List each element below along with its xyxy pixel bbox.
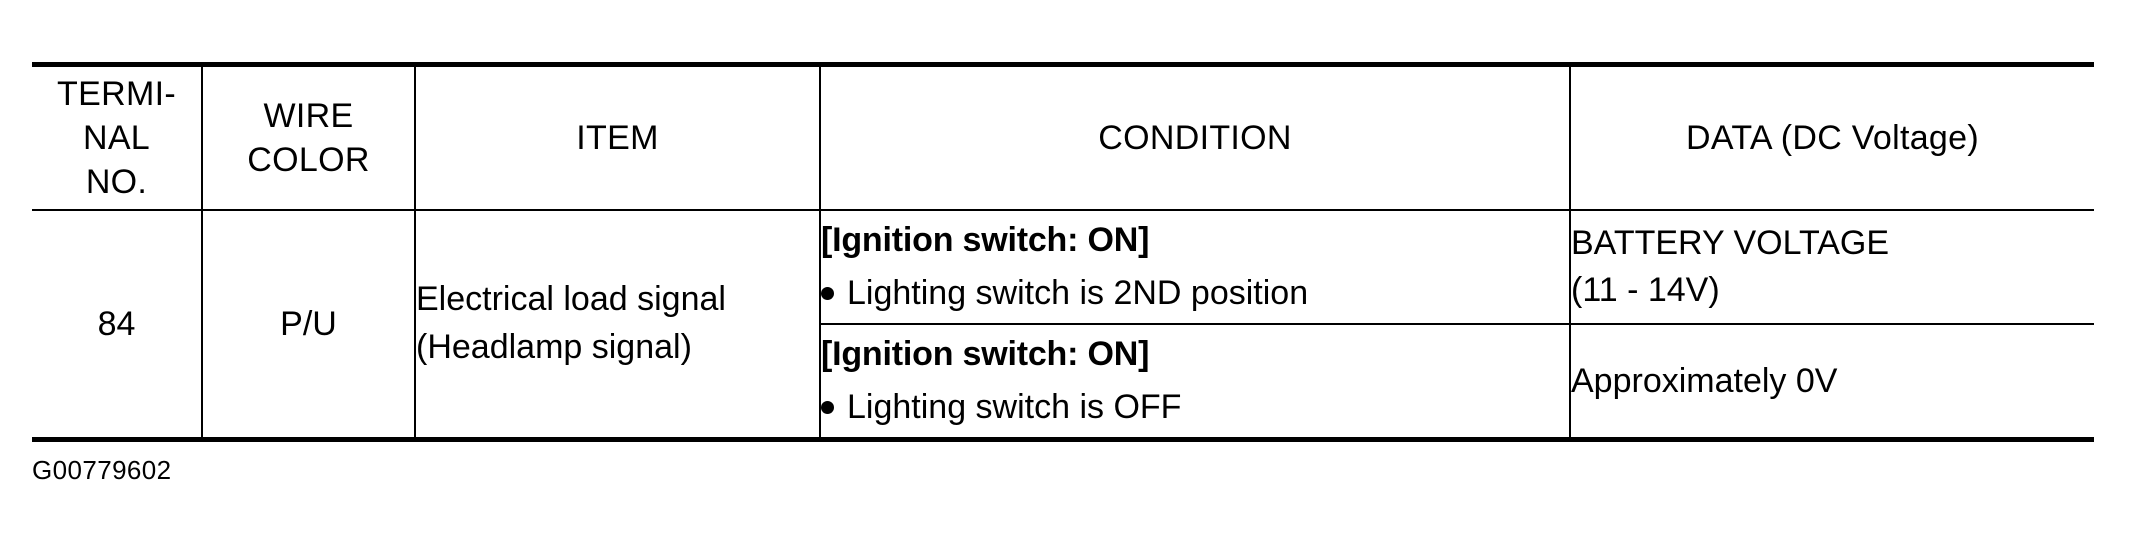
column-header-data: DATA (DC Voltage) [1569, 64, 2094, 211]
cell-item-line1: Electrical load signal [416, 280, 726, 319]
column-header-wire-color-line1: WIRE [263, 96, 354, 135]
column-header-terminal-no: TERMI- NAL NO. [32, 64, 203, 211]
column-header-terminal-no-line2: NAL [82, 118, 151, 157]
cell-wire-color: P/U [201, 209, 416, 441]
table-header: TERMI- NAL NO. WIRE COLOR ITEM CONDITION… [32, 64, 2094, 211]
column-header-terminal-no-line3: NO. [85, 163, 148, 202]
column-header-wire-color-line2: COLOR [247, 141, 370, 179]
cell-item-line2: (Headlamp signal) [416, 328, 692, 366]
cell-data-1-line2: (11 - 14V) [1571, 271, 1720, 309]
column-header-terminal-no-line1: TERMI- [57, 74, 176, 113]
terminal-inspection-table: TERMI- NAL NO. WIRE COLOR ITEM CONDITION… [32, 62, 2094, 442]
condition-1-bullet-text: Lighting switch is 2ND position [847, 274, 1309, 312]
condition-2-bullet: Lighting switch is OFF [821, 384, 1569, 431]
bullet-dot-icon [821, 401, 834, 414]
condition-1-bullet: Lighting switch is 2ND position [821, 270, 1569, 317]
condition-2-bullet-text: Lighting switch is OFF [847, 388, 1182, 426]
column-header-condition-label: CONDITION [1098, 118, 1292, 157]
table-body: 84 P/U Electrical load signal (Headlamp … [32, 209, 2094, 441]
cell-condition-1: [Ignition switch: ON] Lighting switch is… [819, 209, 1571, 325]
column-header-data-label: DATA (DC Voltage) [1686, 118, 1979, 157]
cell-terminal-no: 84 [32, 209, 203, 441]
table-row: [Ignition switch: ON] Lighting switch is… [32, 323, 2094, 440]
cell-condition-2: [Ignition switch: ON] Lighting switch is… [820, 323, 1571, 440]
table-row: 84 P/U Electrical load signal (Headlamp … [32, 209, 2094, 441]
condition-1-title: [Ignition switch: ON] [821, 221, 1150, 260]
table-header-row: TERMI- NAL NO. WIRE COLOR ITEM CONDITION… [32, 64, 2094, 211]
cell-data-2-line1: Approximately 0V [1571, 361, 1838, 400]
bullet-dot-icon [821, 287, 834, 300]
cell-item: Electrical load signal (Headlamp signal) [414, 209, 821, 441]
cell-data-1-line1: BATTERY VOLTAGE [1571, 224, 1890, 263]
column-header-item: ITEM [414, 64, 821, 211]
column-header-condition: CONDITION [819, 64, 1571, 211]
condition-2-title: [Ignition switch: ON] [821, 335, 1150, 374]
cell-data-2: Approximately 0V [1569, 323, 2094, 440]
cell-data-1: BATTERY VOLTAGE (11 - 14V) [1569, 209, 2094, 325]
column-header-wire-color: WIRE COLOR [201, 64, 416, 211]
figure-caption: G00779602 [32, 455, 172, 485]
column-header-item-label: ITEM [576, 118, 659, 157]
